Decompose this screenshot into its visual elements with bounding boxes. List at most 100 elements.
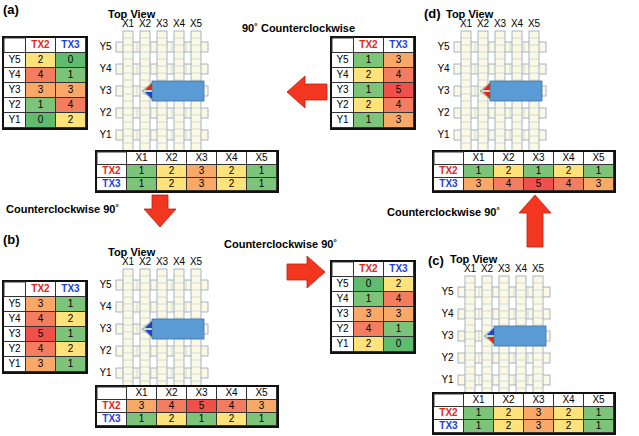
electrode-segment [489, 64, 490, 74]
table-corner [332, 262, 354, 277]
electrode-segment [191, 276, 201, 277]
value-cell: 1 [464, 420, 494, 433]
value-cell: 2 [554, 165, 584, 178]
electrode-segment [172, 280, 173, 290]
value-cell: 1 [354, 83, 384, 98]
value-cell: 3 [524, 420, 554, 433]
value-cell: 3 [247, 400, 277, 413]
row-header: Y1 [4, 357, 26, 372]
device-tip [484, 328, 494, 344]
electrode-segment [174, 290, 184, 291]
electrode-segment [461, 129, 471, 130]
electrode-segment [174, 304, 184, 305]
panel-tag: (d) [424, 6, 441, 21]
electrode-segment [140, 318, 150, 319]
electrode-segment [482, 325, 492, 326]
electrode-segment [137, 42, 138, 52]
electrode-segment [191, 143, 201, 144]
value-cell: 1 [56, 357, 86, 372]
electrode-segment [123, 290, 133, 291]
panel-tag: (c) [428, 253, 444, 268]
value-cell: 2 [217, 165, 247, 178]
column-header: TX2 [26, 38, 56, 53]
electrode-segment [461, 122, 471, 123]
axis-label: Y2 [97, 107, 114, 119]
electrode-segment [157, 122, 167, 123]
electrode-segment [478, 129, 488, 130]
electrode-segment [512, 115, 522, 116]
electrode-segment [493, 375, 494, 385]
value-cell: 2 [157, 413, 187, 426]
electrode-segment [529, 143, 539, 144]
electrode-segment [499, 353, 509, 354]
electrode-segment [495, 38, 505, 39]
column-header: X2 [157, 387, 187, 400]
electrode-segment [140, 374, 150, 375]
value-cell: 3 [384, 53, 414, 68]
electrode-segment [140, 339, 150, 340]
axis-label: Y2 [439, 352, 456, 364]
value-cell: 2 [354, 68, 384, 83]
electrode-segment [123, 108, 133, 109]
electrode-segment [191, 136, 201, 137]
axis-label: X2 [477, 263, 497, 275]
electrode-segment [140, 311, 150, 312]
electrode-segment [461, 115, 471, 116]
electrode-segment [516, 325, 526, 326]
electrode-segment [512, 80, 522, 81]
row-header: Y1 [332, 337, 354, 352]
electrode-segment [475, 86, 476, 96]
electrode-segment [512, 73, 522, 74]
axis-label: X4 [507, 18, 527, 30]
electrode-segment [516, 374, 526, 375]
electrode-segment [157, 346, 167, 347]
antenna-marker [145, 321, 152, 328]
electrode-segment [478, 38, 488, 39]
electrode-segment [123, 38, 133, 39]
axis-label: Y4 [439, 308, 456, 320]
electrode-segment [123, 297, 133, 298]
value-cell: 1 [127, 178, 157, 191]
electrode-segment [499, 381, 509, 382]
electrode-segment [123, 332, 133, 333]
table-corner [4, 282, 26, 297]
electrode-segment [157, 66, 167, 67]
electrode-segment [157, 367, 167, 368]
electrode-segment [137, 130, 138, 140]
antenna-marker [145, 330, 152, 337]
electrode-segment [512, 129, 522, 130]
electrode-segment [191, 374, 201, 375]
electrode-segment [123, 360, 133, 361]
electrode-segment [461, 38, 471, 39]
value-cell: 1 [56, 327, 86, 342]
value-cell: 3 [26, 83, 56, 98]
electrode-segment [495, 52, 505, 53]
table-frame [3, 281, 87, 373]
row-header: TX2 [434, 407, 464, 420]
electrode-segment [172, 130, 173, 140]
electrode-segment [512, 52, 522, 53]
electrode-segment [495, 122, 505, 123]
value-cell: 1 [464, 165, 494, 178]
electrode-segment [186, 64, 187, 74]
electrode-segment [191, 297, 201, 298]
electrode-segment [157, 73, 167, 74]
electrode-segment [137, 280, 138, 290]
row-header: Y4 [4, 312, 26, 327]
value-cell: 2 [494, 165, 524, 178]
value-cell: 4 [554, 178, 584, 191]
electrode-segment [499, 318, 509, 319]
electrode-segment [529, 136, 539, 137]
column-header: X3 [187, 152, 217, 165]
electrode-segment [191, 311, 201, 312]
electrode-segment [140, 108, 150, 109]
electrode-segment [512, 108, 522, 109]
value-cell: 3 [127, 400, 157, 413]
electrode-segment [465, 339, 475, 340]
electrode-segment [524, 130, 525, 140]
electrode-segment [157, 374, 167, 375]
electrode-segment [510, 108, 511, 118]
electrode-segment [516, 318, 526, 319]
electrode-segment [489, 108, 490, 118]
column-header: X3 [524, 394, 554, 407]
